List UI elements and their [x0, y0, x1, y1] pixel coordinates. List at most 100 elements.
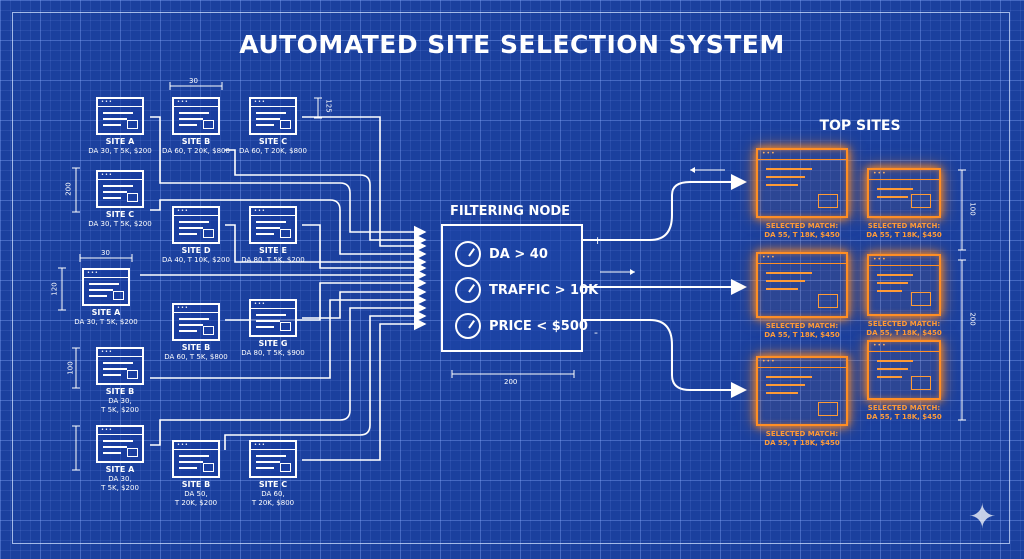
gauge-icon: [455, 313, 481, 339]
match-metrics: DA 55, T 18K, $450: [764, 231, 840, 239]
gauge-icon: [455, 277, 481, 303]
browser-window-icon: •••: [96, 347, 144, 385]
criterion-row: TRAFFIC > 10K: [455, 276, 598, 304]
site-metrics: DA 50,: [184, 490, 208, 498]
selected-match-card[interactable]: ••• SELECTED MATCH: DA 55, T 18K, $450: [752, 252, 852, 340]
match-metrics: DA 55, T 18K, $450: [866, 329, 942, 337]
dim-label: 30: [101, 249, 110, 257]
match-label: SELECTED MATCH:: [765, 430, 839, 438]
site-card[interactable]: ••• SITE C DA 60, T 20K, $800: [230, 440, 316, 508]
site-card[interactable]: ••• SITE B DA 30, T 5K, $200: [77, 347, 163, 415]
browser-window-icon: •••: [249, 299, 297, 337]
match-label: SELECTED MATCH:: [867, 404, 941, 412]
site-card[interactable]: ••• SITE C DA 60, T 20K, $800: [230, 97, 316, 156]
match-metrics: DA 55, T 18K, $450: [764, 331, 840, 339]
dimension-lines: [58, 82, 966, 471]
site-name: SITE C: [258, 137, 288, 146]
browser-window-icon: •••: [172, 303, 220, 341]
criterion-traffic: TRAFFIC > 10K: [489, 282, 599, 298]
site-name: SITE A: [105, 465, 135, 474]
site-metrics: T 5K, $200: [101, 484, 139, 492]
dim-label: 120: [50, 282, 59, 296]
site-metrics: DA 80, T 5K, $200: [241, 256, 305, 264]
dim-label: 200: [64, 182, 73, 196]
site-metrics: DA 30, T 5K, $200: [88, 147, 152, 155]
site-metrics: DA 30, T 5K, $200: [74, 318, 138, 326]
site-name: SITE A: [105, 137, 135, 146]
site-metrics: DA 30,: [108, 475, 132, 483]
site-card[interactable]: ••• SITE A DA 30, T 5K, $200: [77, 97, 163, 156]
browser-window-icon: •••: [867, 168, 941, 218]
site-card[interactable]: ••• SITE C DA 30, T 5K, $200: [77, 170, 163, 229]
site-name: SITE C: [105, 210, 135, 219]
site-card[interactable]: ••• SITE A DA 30, T 5K, $200: [77, 425, 163, 493]
criterion-price: PRICE < $500: [489, 318, 588, 334]
browser-window-icon: •••: [756, 252, 848, 318]
browser-window-icon: •••: [249, 440, 297, 478]
browser-window-icon: •••: [249, 97, 297, 135]
diagram-title: AUTOMATED SITE SELECTION SYSTEM: [239, 30, 785, 59]
browser-window-icon: •••: [96, 170, 144, 208]
match-metrics: DA 55, T 18K, $450: [866, 413, 942, 421]
site-name: SITE B: [181, 343, 211, 352]
dim-label: 30: [189, 77, 198, 85]
site-metrics: DA 60, T 20K, $800: [162, 147, 230, 155]
site-metrics: DA 60, T 20K, $800: [239, 147, 307, 155]
border-frame: [12, 12, 1010, 544]
criterion-row: DA > 40: [455, 240, 548, 268]
selected-match-card[interactable]: ••• SELECTED MATCH: DA 55, T 18K, $450: [752, 356, 852, 448]
match-label: SELECTED MATCH:: [867, 320, 941, 328]
site-card[interactable]: ••• SITE B DA 50, T 20K, $200: [153, 440, 239, 508]
browser-window-icon: •••: [249, 206, 297, 244]
site-metrics: T 5K, $200: [101, 406, 139, 414]
sparkle-icon: ✦: [968, 497, 997, 537]
site-metrics: T 20K, $800: [251, 499, 295, 507]
browser-window-icon: •••: [172, 206, 220, 244]
dim-label: 100: [66, 361, 75, 375]
browser-window-icon: •••: [867, 254, 941, 316]
selected-match-card[interactable]: ••• SELECTED MATCH: DA 55, T 18K, $450: [854, 254, 954, 338]
site-card[interactable]: ••• SITE A DA 30, T 5K, $200: [63, 268, 149, 327]
browser-window-icon: •••: [867, 340, 941, 400]
site-metrics: DA 30,: [108, 397, 132, 405]
site-card[interactable]: ••• SITE G DA 80, T 5K, $900: [230, 299, 316, 358]
selected-match-card[interactable]: ••• SELECTED MATCH: DA 55, T 18K, $450: [854, 340, 954, 422]
site-card[interactable]: ••• SITE D DA 40, T 10K, $200: [153, 206, 239, 265]
input-wires: [140, 116, 427, 461]
dimension-arrowheads: [630, 167, 695, 275]
site-metrics: T 20K, $200: [174, 499, 218, 507]
browser-window-icon: •••: [172, 97, 220, 135]
selected-match-card[interactable]: ••• SELECTED MATCH: DA 55, T 18K, $450: [752, 148, 852, 240]
filter-width-label: 200: [504, 378, 518, 386]
selected-match-card[interactable]: ••• SELECTED MATCH: DA 55, T 18K, $450: [854, 168, 954, 240]
site-metrics: DA 60, T 5K, $800: [164, 353, 228, 361]
match-label: SELECTED MATCH:: [765, 322, 839, 330]
dim-label: 100: [968, 202, 977, 216]
dim-label: 200: [968, 312, 977, 326]
browser-window-icon: •••: [756, 356, 848, 426]
match-label: SELECTED MATCH:: [765, 222, 839, 230]
site-metrics: DA 60,: [261, 490, 285, 498]
site-name: SITE B: [181, 480, 211, 489]
match-metrics: DA 55, T 18K, $450: [764, 439, 840, 447]
minus-sign: -: [594, 326, 598, 339]
top-sites-heading: TOP SITES: [819, 118, 901, 134]
browser-window-icon: •••: [96, 425, 144, 463]
match-metrics: DA 55, T 18K, $450: [866, 231, 942, 239]
site-card[interactable]: ••• SITE B DA 60, T 20K, $800: [153, 97, 239, 156]
site-name: SITE D: [181, 246, 211, 255]
site-card[interactable]: ••• SITE E DA 80, T 5K, $200: [230, 206, 316, 265]
site-name: SITE B: [105, 387, 135, 396]
site-card[interactable]: ••• SITE B DA 60, T 5K, $800: [153, 303, 239, 362]
site-metrics: DA 80, T 5K, $900: [241, 349, 305, 357]
plus-sign: +: [593, 234, 603, 247]
site-name: SITE E: [259, 246, 287, 255]
site-name: SITE C: [258, 480, 288, 489]
site-metrics: DA 40, T 10K, $200: [162, 256, 230, 264]
gauge-icon: [455, 241, 481, 267]
browser-window-icon: •••: [82, 268, 130, 306]
browser-window-icon: •••: [96, 97, 144, 135]
browser-window-icon: •••: [172, 440, 220, 478]
site-name: SITE A: [91, 308, 121, 317]
